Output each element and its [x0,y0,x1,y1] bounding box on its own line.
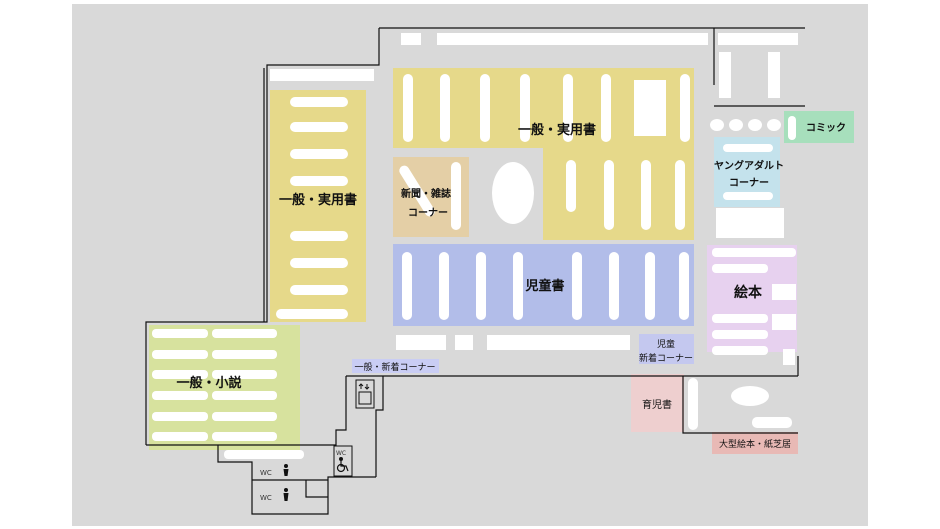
shelf [270,69,374,81]
accessible-restroom: WC [333,445,353,477]
zone-general-practical-top: 一般・実用書 [393,68,694,240]
zone-label-general-practical-left: 一般・実用書 [279,192,357,208]
counter [455,335,473,350]
zone-general-practical-left: 一般・実用書 [270,90,366,322]
zone-children-books: 児童書 [393,244,694,326]
zone-label-general-practical-top: 一般・実用書 [518,122,596,138]
walls [145,27,805,515]
restroom-top: WC [254,463,305,479]
zone-large-picture-kamishibai: 大型絵本・紙芝居 [712,386,798,454]
zone-label-young-adult-line1: ヤングアダルト [714,159,784,172]
counter [716,208,784,238]
wc-label: WC [336,450,346,457]
zone-label-new-children-line1: 児童 [657,338,675,350]
elevator-icon [355,379,375,409]
zone-picture-books: 絵本 [707,245,797,365]
counter [396,335,446,350]
counter [487,335,630,350]
zone-label-newspaper-line1: 新聞・雑誌 [401,187,451,200]
shelf [401,33,421,45]
shelf [768,52,780,98]
zone-label-children-books: 児童書 [524,278,564,294]
wc-label: WC [260,494,272,502]
zone-label-general-novels: 一般・小説 [176,375,241,391]
zone-label-comics: コミック [806,122,846,134]
center-oval-display [492,162,534,224]
zone-label-newspaper-line2: コーナー [408,207,448,219]
zone-parenting: 育児書 [631,374,698,432]
zone-label-young-adult-line2: コーナー [729,177,769,189]
round-seats [710,119,781,131]
zone-label-large-picture: 大型絵本・紙芝居 [719,438,791,450]
zone-label-picture-books: 絵本 [734,284,763,301]
restroom-bottom: WC [260,488,289,502]
zone-comics: コミック [784,111,854,143]
shelf [718,33,798,45]
wheelchair-icon [336,457,349,473]
wc-label: WC [260,469,272,477]
zone-label-new-general: 一般・新着コーナー [354,361,435,373]
zone-label-parenting: 育児書 [642,398,672,411]
zone-new-arrivals-children: 児童 新着コーナー [639,334,694,364]
zone-label-new-children-line2: 新着コーナー [639,352,693,364]
zone-general-novels: 一般・小説 [149,325,304,459]
zone-newspaper-magazine: 新聞・雑誌 コーナー [393,157,469,237]
person-icon [283,488,289,501]
shelf [437,33,708,45]
zone-young-adult: ヤングアダルト コーナー [714,137,784,207]
zone-new-arrivals-general: 一般・新着コーナー [352,359,439,373]
shelf [719,52,731,98]
person-icon [283,464,289,476]
